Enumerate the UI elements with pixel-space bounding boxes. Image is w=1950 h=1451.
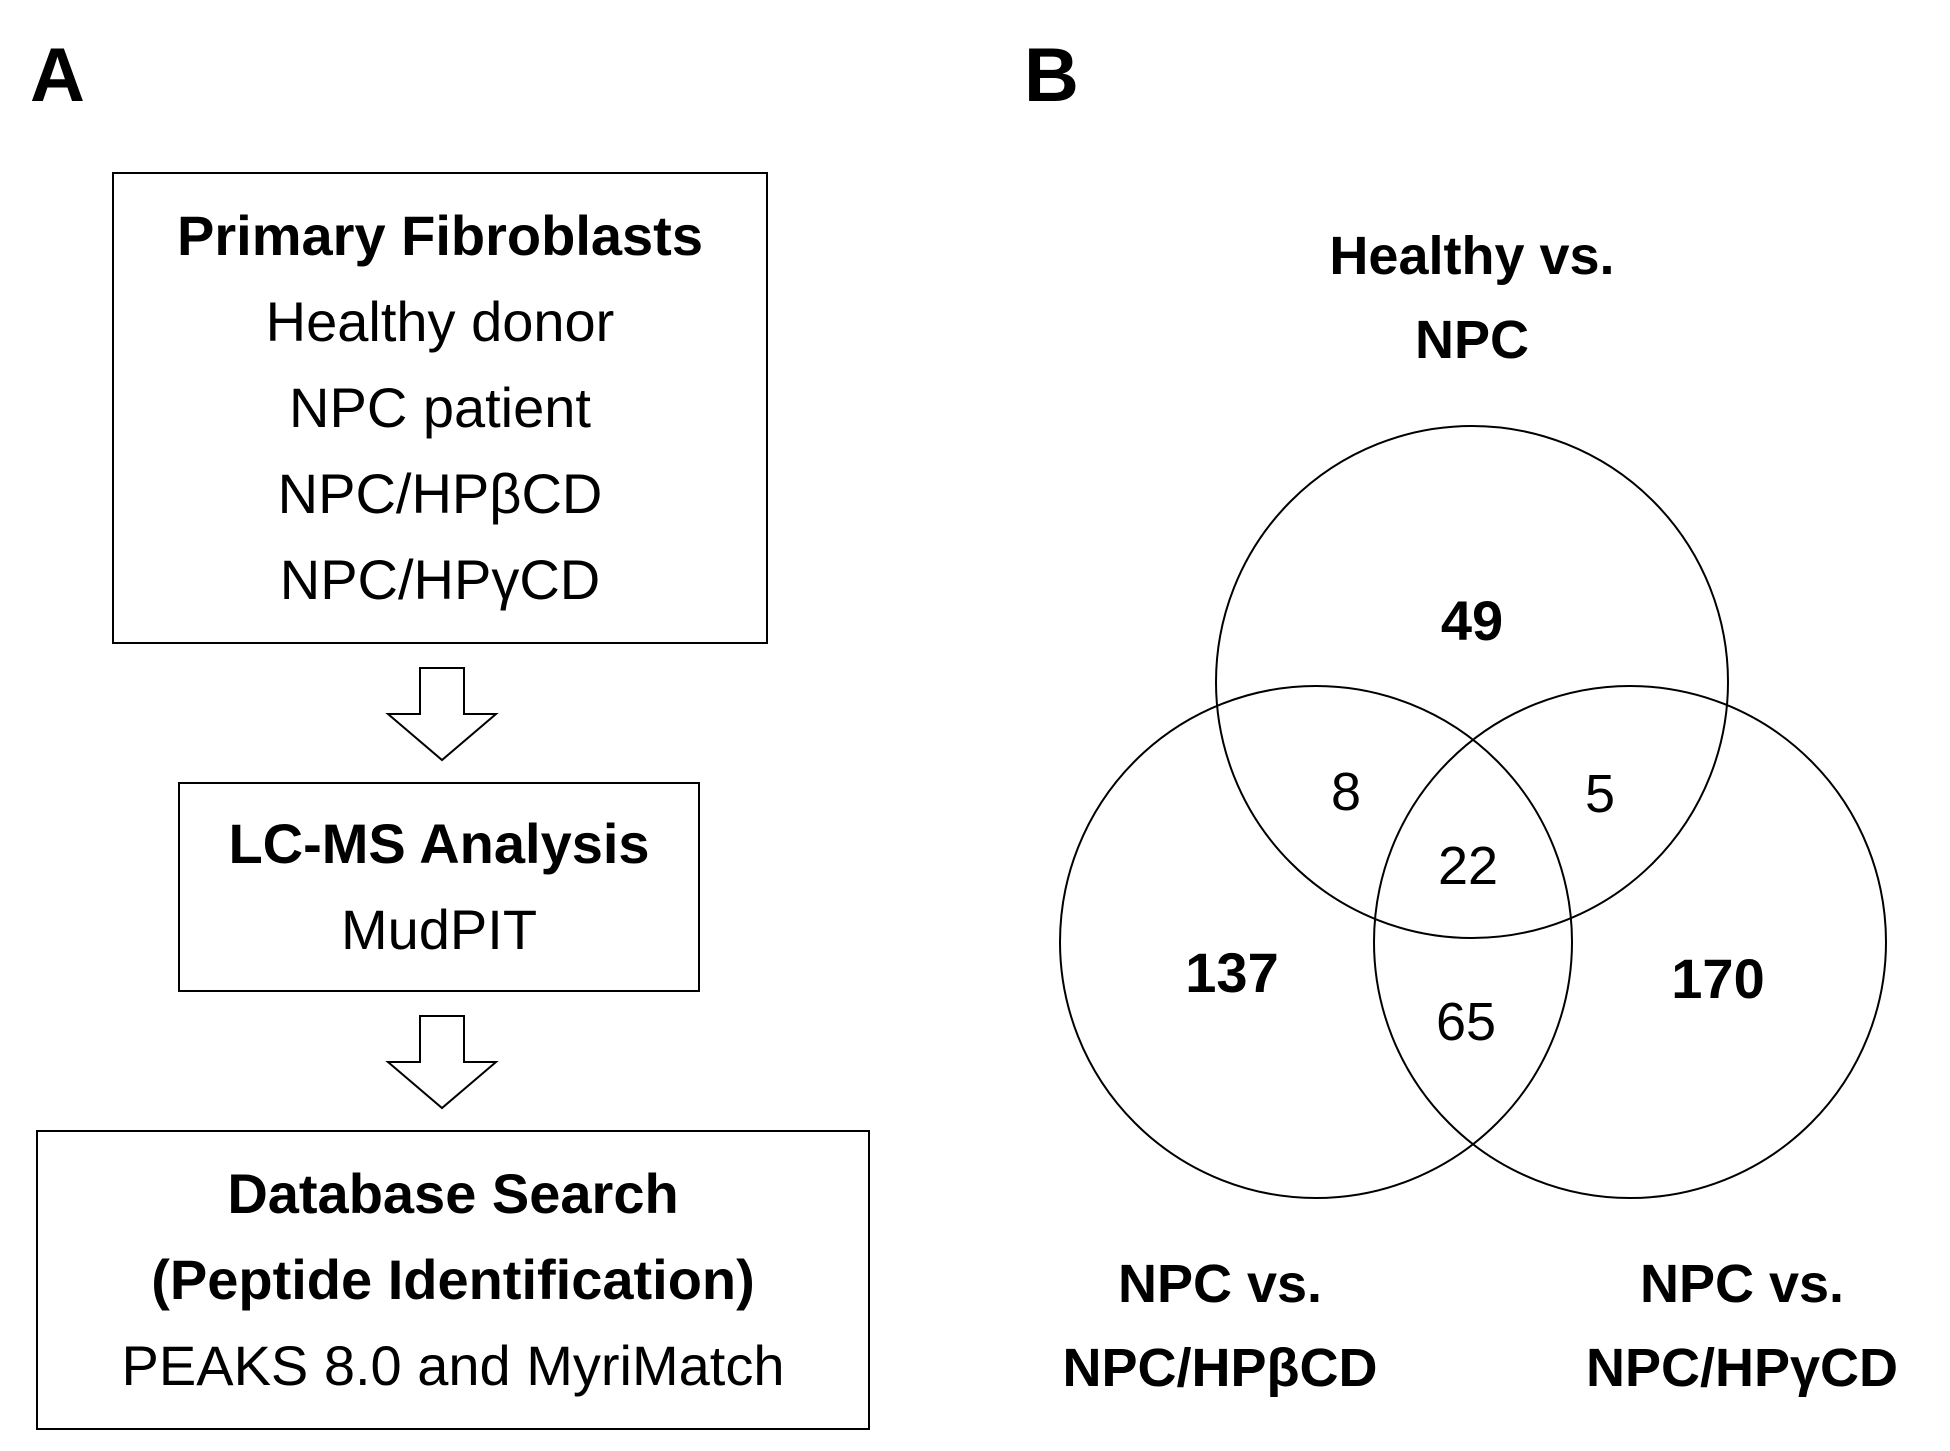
venn-set-title-left: NPC vs. NPC/HPβCD	[1020, 1242, 1420, 1410]
venn-set-title-top: Healthy vs. NPC	[1272, 214, 1672, 382]
set-title-line: NPC vs.	[1639, 1254, 1845, 1314]
box-title: (Peptide Identification)	[151, 1248, 755, 1311]
region-count-left-right: 65	[1436, 992, 1496, 1052]
box-title: LC-MS Analysis	[228, 812, 650, 875]
set-title-line: NPC	[1414, 310, 1529, 370]
flow-box-database-search: Database Search (Peptide Identification)…	[36, 1130, 870, 1430]
box-line: MudPIT	[340, 898, 538, 961]
flow-arrow-down-icon	[385, 667, 499, 762]
region-count-top-only: 49	[1441, 589, 1503, 652]
set-title-line: Healthy vs.	[1329, 226, 1615, 286]
panel-b-label: B	[1024, 33, 1079, 118]
box-title: Primary Fibroblasts	[177, 204, 703, 267]
venn-circle-left	[1059, 685, 1573, 1199]
panel-a-label: A	[30, 33, 85, 118]
region-count-all-three: 22	[1438, 836, 1498, 896]
box-line: Healthy donor	[265, 290, 615, 353]
venn-circle-top	[1215, 425, 1729, 939]
box-title: Database Search	[227, 1162, 679, 1225]
box-line: NPC patient	[289, 376, 591, 439]
flow-box-lc-ms-analysis: LC-MS Analysis MudPIT	[178, 782, 700, 992]
region-count-top-left: 8	[1331, 762, 1361, 822]
set-title-line: NPC/HPβCD	[1062, 1338, 1378, 1398]
set-title-line: NPC vs.	[1117, 1254, 1323, 1314]
region-count-top-right: 5	[1585, 764, 1615, 824]
venn-circle-right	[1373, 685, 1887, 1199]
venn-set-title-right: NPC vs. NPC/HPγCD	[1542, 1242, 1942, 1410]
flow-box-primary-fibroblasts: Primary Fibroblasts Healthy donor NPC pa…	[112, 172, 768, 644]
box-line: NPC/HPγCD	[279, 548, 601, 611]
region-count-left-only: 137	[1185, 941, 1278, 1004]
set-title-line: NPC/HPγCD	[1585, 1338, 1899, 1398]
box-line: PEAKS 8.0 and MyriMatch	[121, 1334, 785, 1397]
box-line: NPC/HPβCD	[277, 462, 603, 525]
region-count-right-only: 170	[1671, 947, 1764, 1010]
flow-arrow-down-icon	[385, 1015, 499, 1110]
